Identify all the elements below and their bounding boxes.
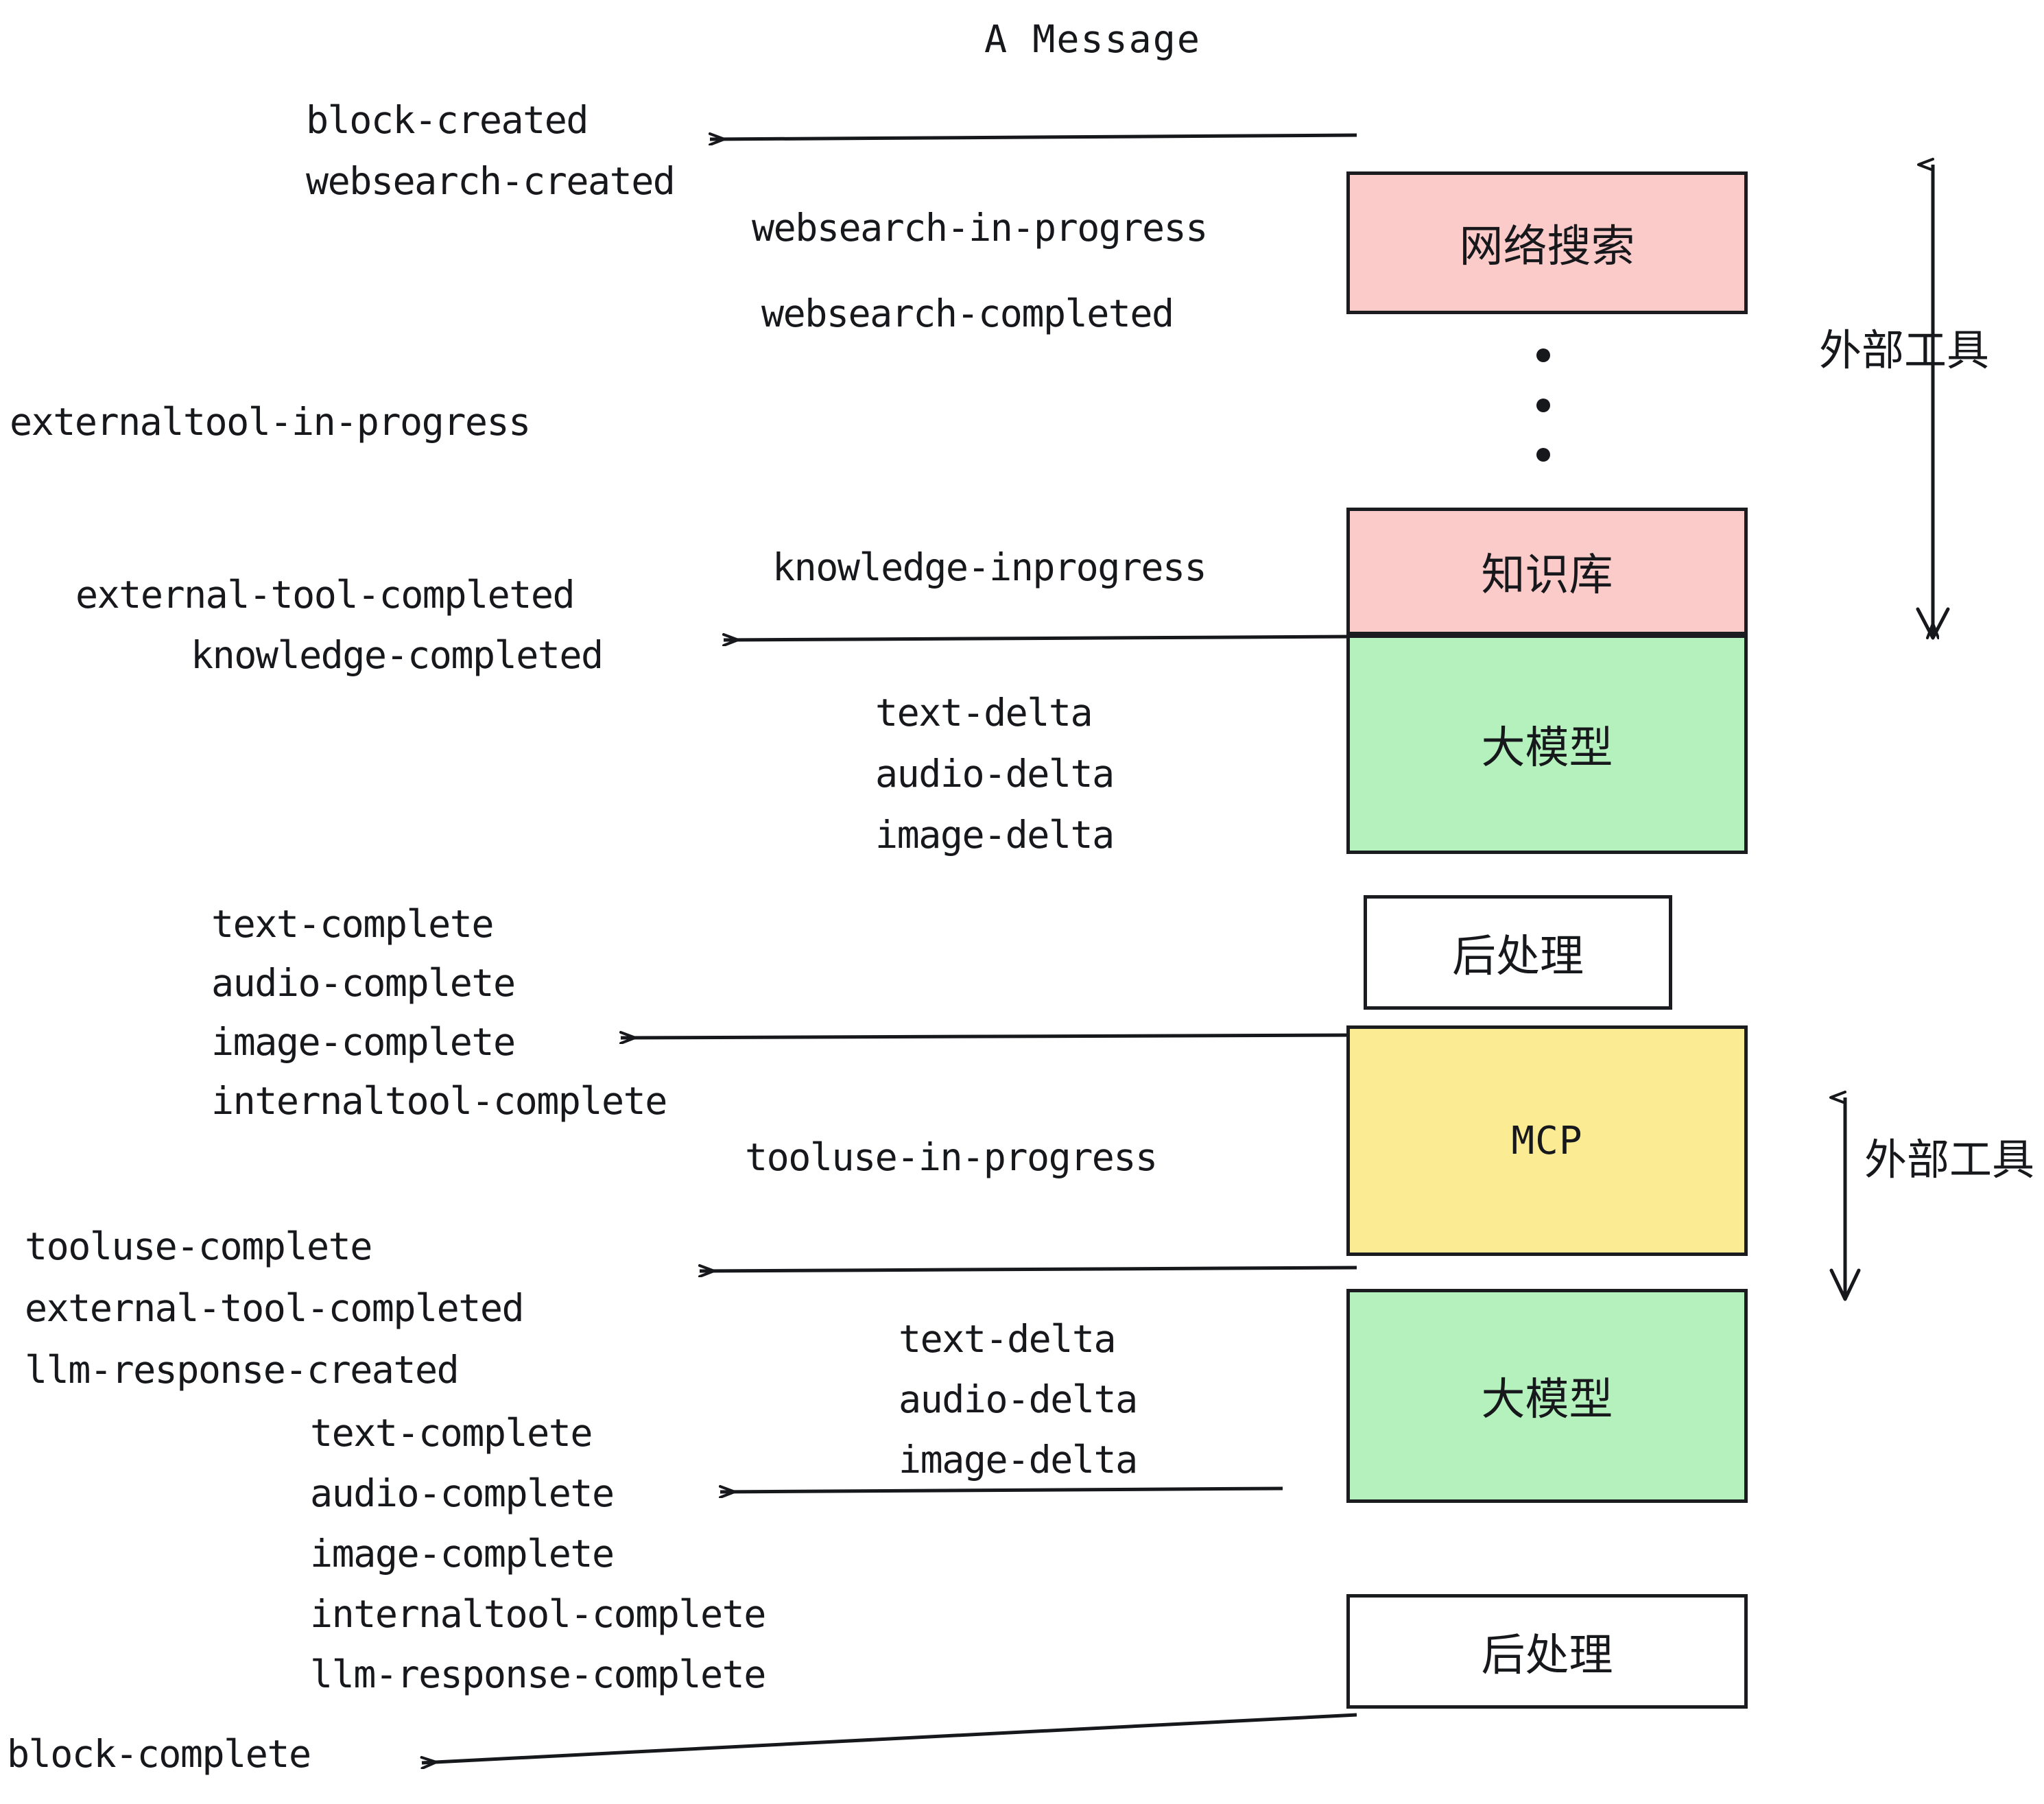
event-external-tool-completed-2: external-tool-completed	[25, 1286, 525, 1330]
event-block-created: block-created	[306, 98, 589, 142]
event-internaltool-complete-bottom: internaltool-complete	[310, 1592, 766, 1636]
box-knowledge-label: 知识库	[1481, 550, 1613, 601]
arrowhead-external-tool-down-top	[1916, 607, 1950, 640]
box-postprocess-top-label: 后处理	[1452, 931, 1584, 982]
box-postprocess-bottom[interactable]: 后处理	[1346, 1594, 1748, 1709]
side-label-external-tool-bottom: 外部工具	[1864, 1135, 2035, 1185]
box-mcp[interactable]: MCP	[1346, 1025, 1748, 1256]
box-llm-top[interactable]: 大模型	[1346, 634, 1748, 854]
box-llm-top-label: 大模型	[1481, 723, 1613, 774]
event-external-tool-completed-1: external-tool-completed	[75, 573, 575, 617]
arrow-llm-bottom-to-audio-complete	[720, 1488, 1283, 1492]
event-externaltool-in-progress: externaltool-in-progress	[10, 400, 531, 444]
event-internaltool-complete-mid: internaltool-complete	[211, 1079, 667, 1123]
event-audio-delta-bottom: audio-delta	[899, 1377, 1138, 1421]
arrow-websearch-to-block-created	[710, 135, 1357, 139]
box-mcp-label: MCP	[1511, 1118, 1583, 1163]
side-label-external-tool-top: 外部工具	[1819, 325, 1990, 375]
event-websearch-in-progress: websearch-in-progress	[752, 206, 1208, 250]
arrow-llm-top-to-image-complete	[621, 1035, 1357, 1038]
event-websearch-completed: websearch-completed	[761, 292, 1174, 335]
event-text-complete-bottom: text-complete	[310, 1411, 593, 1455]
box-llm-bottom-label: 大模型	[1481, 1375, 1613, 1425]
event-tooluse-in-progress: tooluse-in-progress	[745, 1135, 1158, 1179]
arrow-post-to-block-complete	[422, 1713, 1357, 1763]
dot-3	[1536, 448, 1550, 462]
event-llm-response-created: llm-response-created	[25, 1348, 460, 1392]
event-knowledge-completed: knowledge-completed	[191, 633, 604, 677]
event-audio-complete-mid: audio-complete	[211, 961, 516, 1005]
event-image-delta-bottom: image-delta	[899, 1438, 1138, 1482]
box-websearch-label: 网络搜索	[1459, 222, 1635, 272]
dot-2	[1536, 398, 1550, 412]
event-audio-delta-top: audio-delta	[875, 752, 1115, 796]
event-llm-response-complete: llm-response-complete	[310, 1652, 766, 1696]
arrowhead-external-tool-down-bottom	[1829, 1268, 1861, 1301]
box-llm-bottom[interactable]: 大模型	[1346, 1289, 1748, 1503]
ellipsis-dots	[1536, 348, 1550, 462]
box-knowledge[interactable]: 知识库	[1346, 508, 1748, 635]
box-postprocess-bottom-label: 后处理	[1481, 1630, 1613, 1681]
event-text-delta-bottom: text-delta	[899, 1317, 1117, 1361]
event-text-complete-mid: text-complete	[211, 902, 494, 946]
event-block-complete: block-complete	[7, 1732, 311, 1776]
event-tooluse-complete: tooluse-complete	[25, 1224, 372, 1268]
event-image-complete-mid: image-complete	[211, 1020, 516, 1064]
box-websearch[interactable]: 网络搜索	[1346, 171, 1748, 314]
event-audio-complete-bottom: audio-complete	[310, 1471, 615, 1515]
box-postprocess-top[interactable]: 后处理	[1364, 895, 1672, 1010]
event-image-delta-top: image-delta	[875, 813, 1115, 857]
event-websearch-created: websearch-created	[306, 159, 676, 203]
arrow-mcp-to-tooluse-complete	[700, 1268, 1357, 1271]
dot-1	[1536, 348, 1550, 362]
arrow-knowledge-to-completed	[724, 637, 1357, 640]
page-title: A Message	[984, 17, 1202, 61]
event-image-complete-bottom: image-complete	[310, 1532, 615, 1576]
event-knowledge-inprogress: knowledge-inprogress	[772, 545, 1207, 589]
event-text-delta-top: text-delta	[875, 691, 1093, 735]
